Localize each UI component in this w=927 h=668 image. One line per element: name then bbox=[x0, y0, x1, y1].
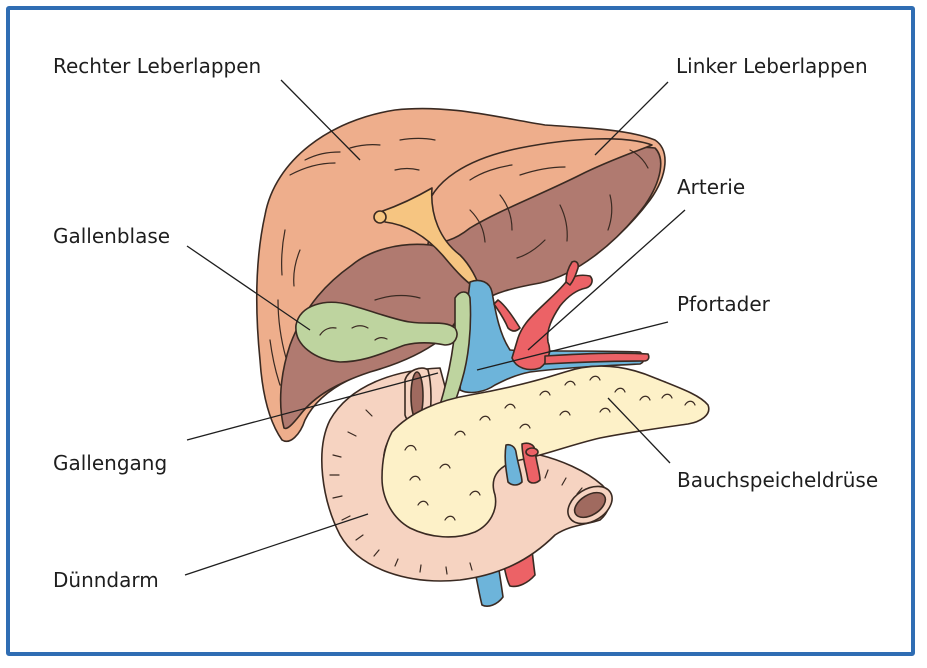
sma-cut-end bbox=[526, 448, 538, 456]
label-small-intestine: Dünndarm bbox=[53, 568, 159, 592]
label-bile-duct: Gallengang bbox=[53, 451, 167, 475]
label-pancreas: Bauchspeicheldrüse bbox=[677, 468, 878, 492]
label-artery: Arterie bbox=[677, 175, 745, 199]
leader-small-intestine bbox=[185, 514, 368, 575]
label-right-liver-lobe: Rechter Leberlappen bbox=[53, 54, 261, 78]
label-portal-vein: Pfortader bbox=[677, 292, 771, 316]
label-gallbladder: Gallenblase bbox=[53, 224, 170, 248]
ligamentum-teres bbox=[374, 211, 386, 223]
label-left-liver-lobe: Linker Leberlappen bbox=[676, 54, 868, 78]
